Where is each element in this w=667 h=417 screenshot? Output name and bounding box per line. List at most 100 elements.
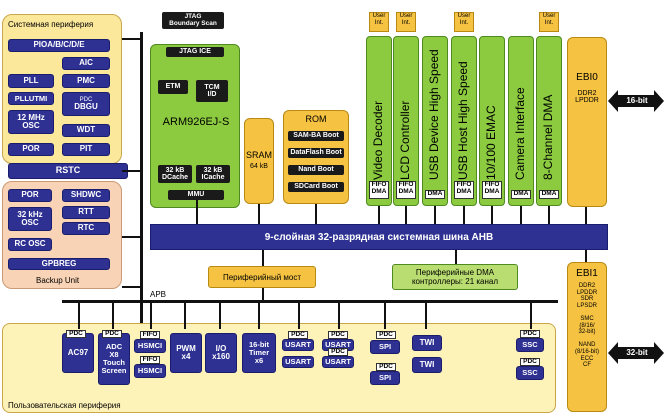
ssc-1-block: SSC	[516, 338, 544, 352]
apb-stub	[184, 303, 186, 329]
wdt-block: WDT	[62, 124, 110, 137]
ahb-master-bus-link	[520, 206, 522, 224]
pmc-block: PMC	[62, 74, 110, 88]
ahb-master-label: Camera Interface	[513, 87, 527, 180]
apb-stub	[530, 303, 532, 329]
dbgu-pdc-label: PDC	[79, 96, 93, 103]
pdma-bus-link	[455, 250, 457, 266]
ebi1-arrow-icon	[608, 342, 664, 364]
ahb-master-bus-link	[405, 206, 407, 224]
bridge-apb-link	[262, 288, 264, 300]
ahb-master-block	[508, 36, 534, 206]
apb-stub	[338, 303, 340, 329]
por-block: POR	[8, 143, 54, 156]
apb-tap-4	[122, 286, 140, 288]
ebi0-title: EBI0	[576, 72, 598, 83]
ahb-master-block	[536, 36, 562, 206]
arm-core-label: ARM926EJ-S	[162, 116, 230, 128]
tcm-block: TCM I/D	[196, 80, 228, 102]
pwm-block: PWM x4	[170, 333, 202, 373]
apb-tap-3	[122, 236, 140, 238]
ebi0-arrow-icon	[608, 90, 664, 112]
cpu-bus-link	[196, 200, 198, 224]
spi-1-pdc: PDC	[376, 331, 396, 339]
ahb-master-label: Video Decoder	[371, 100, 385, 180]
system-peripherals-title: Системная периферия	[8, 20, 94, 29]
ebi1-bus-link	[585, 250, 587, 262]
apb-stub	[150, 303, 152, 329]
user-interface-block: User Int.	[396, 12, 416, 32]
apb-stub	[78, 303, 80, 329]
etm-block: ETM	[158, 80, 188, 94]
user-peripherals-group	[2, 323, 556, 413]
apb-tap-1	[122, 38, 140, 40]
ebi0-desc: DDR2 LPDDR	[575, 90, 599, 104]
ahb-master-label: USB Host High Speed	[456, 61, 470, 180]
usart-4-block: USART	[322, 356, 354, 368]
adc-block: ADC X8 Touch Screen	[98, 333, 130, 385]
user-interface-block: User Int.	[539, 12, 559, 32]
usart-2-pdc: PDC	[328, 331, 348, 339]
apb-stub	[112, 303, 114, 329]
pit-block: PIT	[62, 143, 110, 156]
hsmci1-block: HSMCI	[134, 339, 166, 353]
ahb-master-bus-link	[463, 206, 465, 224]
hsmci1-fifo: FIFO	[140, 331, 160, 339]
apb-horizontal-bus	[62, 300, 558, 303]
ebi0-width: 16-bit	[626, 96, 648, 105]
ssc-2-block: SSC	[516, 366, 544, 380]
ahb-master-label: 8-Channel DMA	[541, 94, 555, 180]
rom-title: ROM	[305, 114, 327, 124]
twi-1-block: TWI	[412, 335, 442, 351]
ahb-master-bus-link	[548, 206, 550, 224]
apb-stub	[425, 303, 427, 329]
ahb-master-dma: FIFO DMA	[369, 181, 389, 199]
ahb-master-dma: DMA	[425, 190, 445, 199]
icache-block: 32 kB ICache	[196, 165, 230, 183]
jtag-boundary-scan-block: JTAG Boundary Scan	[162, 12, 224, 29]
rom-item-sdcard: SDCard Boot	[288, 182, 344, 192]
peripheral-bridge: Периферийный мост	[208, 266, 316, 288]
ahb-master-dma: FIFO DMA	[482, 181, 502, 199]
ahb-master-dma: DMA	[511, 190, 531, 199]
adc-pdc: PDC	[102, 330, 122, 338]
jtag-ice-block: JTAG ICE	[166, 47, 224, 57]
apb-stub	[298, 303, 300, 329]
ahb-master-bus-link	[378, 206, 380, 224]
rstc-block: RSTC	[8, 163, 128, 179]
backup-unit-title: Backup Unit	[36, 276, 80, 285]
dbgu-label: DBGU	[74, 101, 98, 111]
gpbreg-block: GPBREG	[8, 258, 110, 270]
bridge-bus-link	[262, 250, 264, 266]
user-interface-block: User Int.	[454, 12, 474, 32]
peripheral-dma-controllers: Периферийные DMA контроллеры: 21 канал	[392, 264, 518, 290]
rom-item-nand: Nand Boot	[288, 165, 344, 175]
dcache-block: 32 kB DCache	[158, 165, 192, 183]
apb-vertical-bus	[140, 32, 143, 362]
ssc-1-pdc: PDC	[520, 330, 540, 338]
rtt-block: RTT	[62, 206, 110, 219]
spi-2-block: SPI	[370, 371, 400, 385]
usart-3-block: USART	[282, 356, 314, 368]
pllutmi-block: PLLUTMI	[8, 92, 54, 105]
osc-32khz-block: 32 kHz OSC	[8, 207, 52, 231]
spi-1-block: SPI	[370, 340, 400, 354]
ahb-master-block	[451, 36, 477, 206]
rc-osc-block: RC OSC	[8, 238, 52, 251]
osc-12mhz-block: 12 MHz OSC	[8, 110, 54, 134]
backup-por-block: POR	[8, 189, 52, 202]
ahb-master-label: LCD Controller	[398, 100, 412, 180]
ebi1-title: EBI1	[576, 268, 598, 279]
system-peripherals-group	[2, 14, 122, 164]
ac97-block: AC97	[62, 333, 94, 373]
ahb-master-label: 10/100 EMAC	[484, 105, 498, 180]
timer-block: 16-bit Timer x6	[242, 333, 276, 373]
apb-label: APB	[150, 290, 167, 299]
sram-bus-link	[258, 204, 260, 224]
apb-stub	[258, 303, 260, 329]
apb-tap-2	[122, 170, 140, 172]
ahb-master-dma: FIFO DMA	[396, 181, 416, 199]
pio-block: PIOA/B/C/D/E	[8, 39, 110, 52]
ahb-master-block	[393, 36, 419, 206]
